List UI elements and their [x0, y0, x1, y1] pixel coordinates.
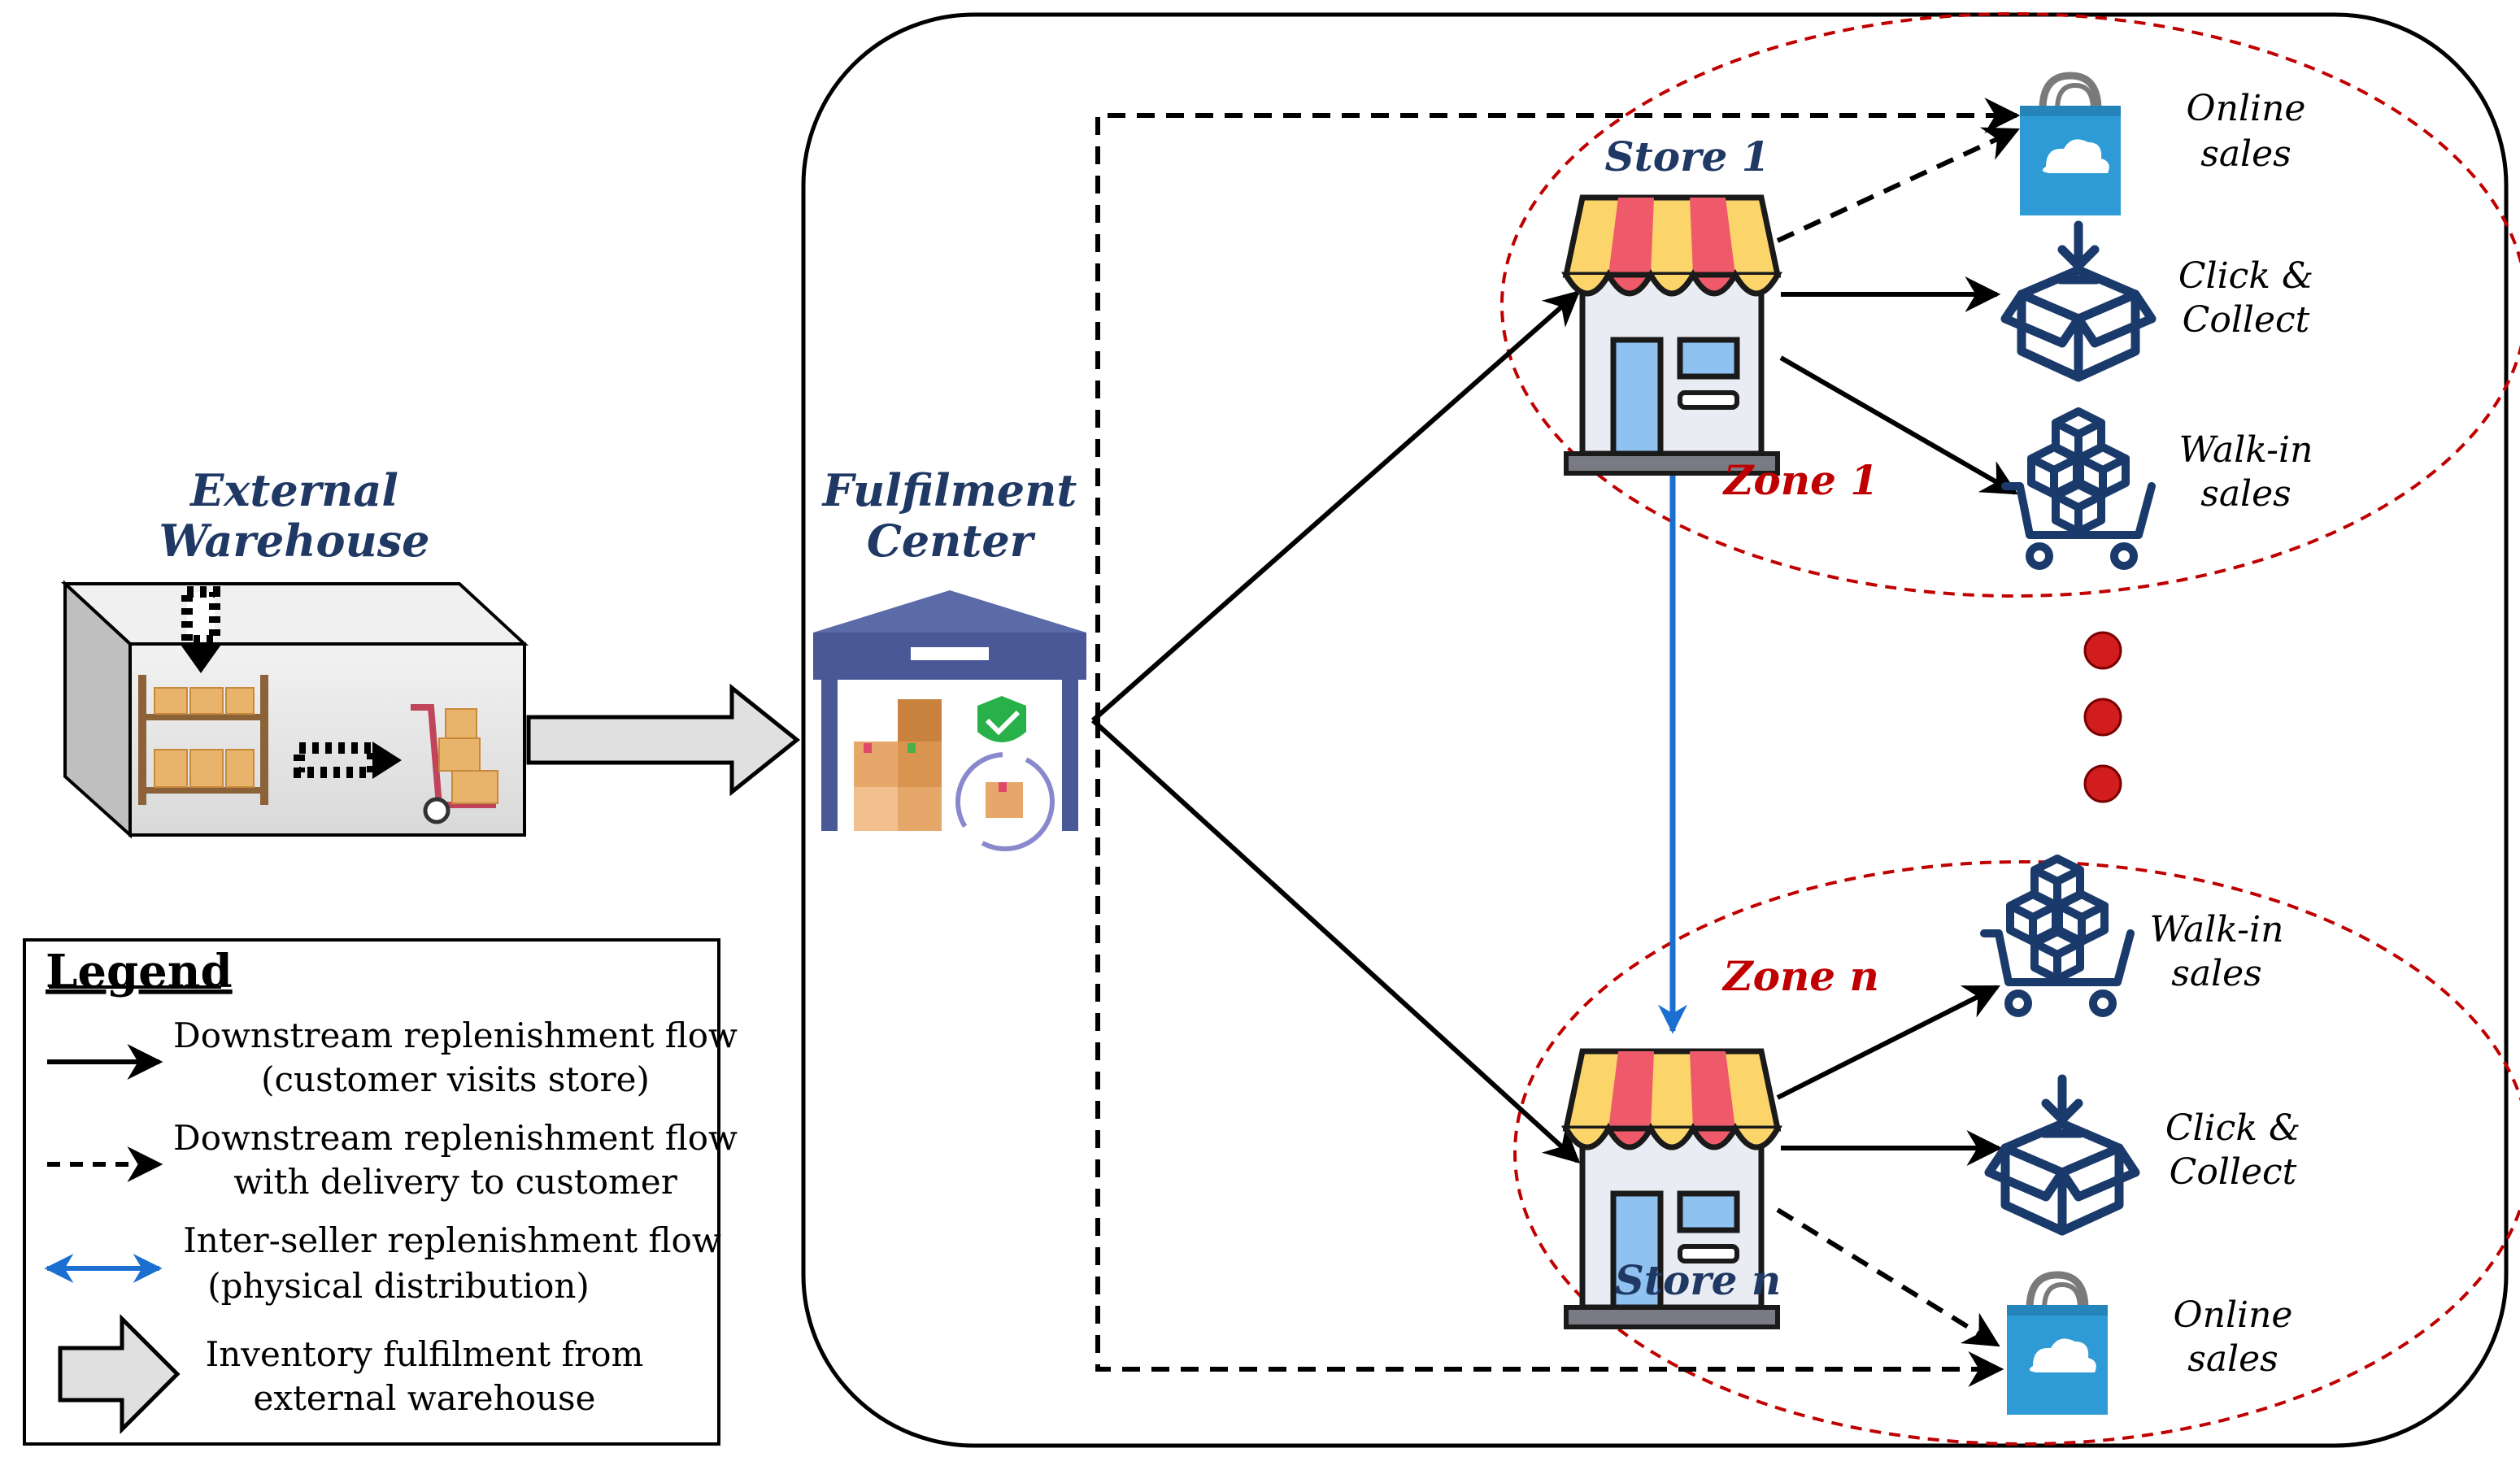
external-supply-block-arrow	[526, 683, 801, 797]
fulfilment-center-title-2: Center	[867, 515, 1036, 567]
external-warehouse-title-1: External	[189, 464, 398, 516]
store-1-online-bag-icon	[2020, 76, 2121, 215]
store-n-online-label-2: sales	[2187, 1338, 2278, 1380]
flow-fc-to-store-1	[1091, 290, 1581, 723]
store-1-click-collect-icon	[2005, 225, 2152, 377]
fulfilment-center-title-1: Fulfilment	[821, 464, 1077, 516]
zone-n-label: Zone n	[1721, 952, 1879, 1000]
legend-item-2-line-2: with delivery to customer	[233, 1162, 677, 1202]
flow-store-n-walk-in	[1776, 985, 2000, 1100]
store-n-online-label-1: Online	[2174, 1294, 2293, 1336]
store-n-walk-label-1: Walk-in	[2150, 909, 2284, 950]
ellipsis-dot	[2083, 764, 2122, 803]
flow-fc-to-store-n	[1090, 718, 1581, 1163]
flow-store-1-online	[1776, 127, 2020, 243]
store-1-walk-label-2: sales	[2200, 473, 2292, 515]
legend-item-2-line-1: Downstream replenishment flow	[173, 1118, 738, 1158]
ellipsis-dot	[2083, 698, 2122, 737]
store-n-click-label-2: Collect	[2170, 1151, 2297, 1193]
fulfilment-center-icon	[813, 590, 1086, 851]
legend-title: Legend	[46, 945, 233, 998]
store-1-walk-label-1: Walk-in	[2179, 429, 2313, 471]
store-1-label: Store 1	[1605, 133, 1770, 180]
legend-block-arrow	[58, 1313, 181, 1435]
flow-store-1-walk-in	[1779, 355, 2018, 495]
store-n-click-label-1: Click &	[2165, 1107, 2300, 1149]
flow-fc-delivery-top	[1095, 98, 2021, 720]
store-1-walk-in-cart-icon	[2005, 411, 2152, 566]
legend-item-1-line-1: Downstream replenishment flow	[173, 1016, 738, 1055]
legend-item-3-line-1: Inter-seller replenishment flow	[183, 1220, 721, 1260]
store-1-click-label-1: Click &	[2178, 255, 2313, 297]
store-n-label: Store n	[1615, 1256, 1781, 1304]
ellipsis-dot	[2083, 631, 2122, 670]
legend-item-3-line-2: (physical distribution)	[207, 1266, 590, 1306]
store-n-walk-in-cart-icon	[1984, 859, 2130, 1013]
store-n-online-bag-icon	[2007, 1275, 2108, 1415]
store-n-click-collect-icon	[1989, 1079, 2135, 1231]
legend-item-1-line-2: (customer visits store)	[261, 1059, 650, 1099]
warehouse-box-icon	[60, 580, 529, 839]
zone-1-label: Zone 1	[1722, 456, 1878, 504]
external-warehouse-title-2: Warehouse	[159, 515, 429, 567]
legend-item-4-line-2: external warehouse	[254, 1378, 596, 1418]
store-1-icon	[1566, 198, 1778, 473]
legend-item-4-line-1: Inventory fulfilment from	[206, 1334, 644, 1374]
main-network-boundary	[801, 12, 2509, 1448]
flow-store-n-online	[1776, 1207, 2000, 1347]
store-n-walk-label-2: sales	[2171, 953, 2262, 994]
legend: Legend Downstream replenishment flow (cu…	[23, 938, 738, 1446]
store-1-online-label-2: sales	[2200, 133, 2292, 175]
flow-fc-delivery-bottom	[1095, 720, 2004, 1387]
store-1-click-label-2: Collect	[2183, 299, 2310, 341]
store-1-online-label-1: Online	[2187, 88, 2306, 129]
zone-n-ellipse	[1513, 860, 2520, 1446]
